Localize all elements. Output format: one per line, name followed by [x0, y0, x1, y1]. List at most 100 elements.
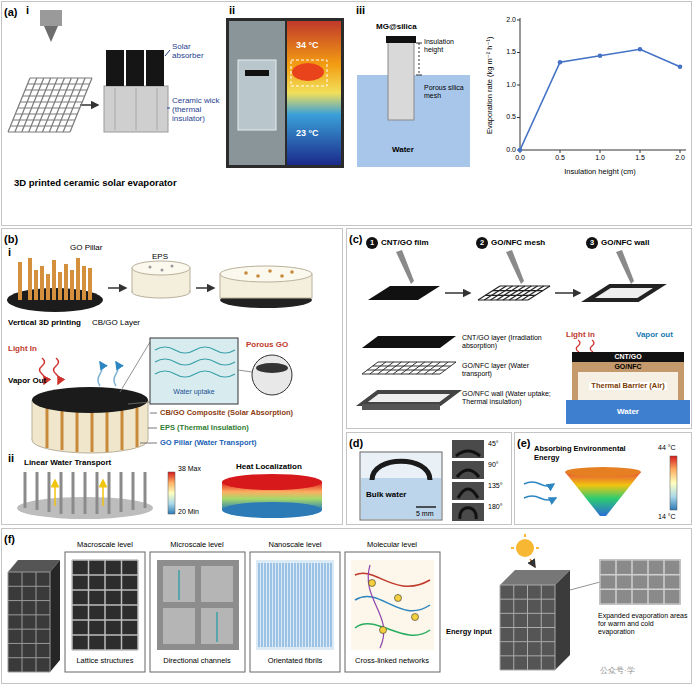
part-label: CB/GO Layer — [92, 318, 140, 327]
go-nfc-mesh — [497, 286, 519, 300]
axis-tick: 1.0 — [506, 81, 516, 89]
lattice-structure — [72, 560, 138, 650]
temperature-reading: 34 °C — [296, 40, 319, 50]
printer-nozzle — [40, 10, 62, 26]
lattice-structure — [72, 574, 138, 576]
part-label: Expanded evaporation areas for warm and … — [598, 612, 688, 636]
go-nfc-mesh — [401, 362, 417, 374]
oriented-fibrils — [259, 563, 331, 647]
lattice-cube — [8, 672, 50, 673]
angle-label: 90° — [488, 461, 499, 469]
lattice-cube — [8, 643, 50, 644]
evaporator-cutaway — [61, 406, 64, 450]
oriented-fibrils — [316, 563, 317, 647]
part-label: Ceramic wick (thermal insulator) — [172, 96, 220, 124]
part-label: Vapor Out — [8, 376, 46, 385]
oriented-fibrils — [280, 563, 281, 647]
crosslinked-network — [395, 595, 402, 602]
angle-label: 180° — [488, 503, 502, 511]
bending-photos — [452, 440, 484, 521]
evaporator-cube — [500, 585, 555, 670]
combined-evaporator — [256, 274, 260, 278]
part-label: Linear Water Transport — [24, 458, 111, 467]
line-chart — [520, 49, 680, 150]
part-label: Porous silica mesh — [424, 84, 468, 100]
oriented-fibrils — [262, 563, 263, 647]
part-label: Absorbing Environmental Energy — [534, 445, 639, 462]
pillar-array — [144, 472, 147, 508]
part-label: GO/NFC — [614, 363, 641, 371]
go-nfc-mesh — [478, 299, 528, 300]
axis-tick: 1.5 — [506, 48, 516, 56]
ceramic-wick — [115, 88, 116, 130]
evaporator-cube — [570, 582, 600, 590]
cnt-go-film — [368, 286, 440, 300]
cone-evaporator — [565, 467, 641, 477]
water-container — [360, 452, 442, 520]
line-chart — [517, 18, 686, 153]
bending-photos — [456, 451, 480, 456]
zoom-inset — [600, 559, 680, 561]
lattice-cube — [8, 560, 60, 672]
combined-evaporator — [290, 270, 294, 274]
device-cross-section — [572, 352, 684, 362]
subpanel-label: i — [8, 246, 11, 259]
angle-label: 135° — [488, 482, 502, 490]
pillar-array — [108, 472, 111, 514]
printed-lattice — [63, 78, 85, 132]
go-pillar — [46, 274, 50, 300]
evaporator-cube — [555, 570, 570, 670]
zoom-inset — [120, 338, 252, 404]
leader-line — [140, 443, 157, 444]
lattice-cube — [36, 572, 37, 672]
ceramic-wick — [104, 86, 168, 132]
zoom-inset — [647, 560, 649, 604]
evaporator-cube — [500, 627, 555, 628]
oriented-fibrils — [292, 563, 293, 647]
go-pillar — [28, 258, 32, 300]
bending-photos — [452, 461, 484, 479]
line-chart — [678, 65, 683, 70]
go-nfc-mesh — [409, 362, 425, 374]
lattice-structure — [72, 649, 138, 651]
oriented-fibrils — [265, 563, 266, 647]
leader-line — [140, 413, 157, 443]
go-nfc-mesh — [362, 374, 440, 375]
combined-evaporator — [268, 269, 272, 273]
printed-lattice — [8, 78, 30, 132]
zoom-inset — [150, 338, 238, 404]
directional-channels — [178, 570, 180, 600]
axis-tick: 1.5 — [635, 154, 645, 162]
go-pillar — [58, 272, 62, 300]
pillar-array — [72, 472, 75, 514]
scale-frame — [65, 552, 440, 672]
evaporator-schematic — [416, 43, 422, 44]
go-nfc-mesh — [385, 362, 401, 374]
scale-frame — [150, 552, 245, 672]
lattice-cube — [8, 586, 50, 587]
ceramic-wick — [136, 88, 137, 130]
part-label: Vertical 3D printing — [8, 318, 81, 327]
level-heading: Microscale level — [170, 541, 223, 550]
colorbar-label: 38 Max — [178, 465, 201, 473]
process-arrow — [80, 104, 98, 106]
sun-symbol — [511, 547, 514, 549]
layer-stack — [362, 336, 456, 410]
zoom-inset — [679, 560, 681, 604]
go-nfc-mesh — [378, 362, 456, 363]
go-nfc-wall — [588, 286, 660, 300]
go-pillar — [18, 258, 92, 300]
color-bar — [168, 472, 175, 514]
vapor-arrow — [114, 362, 118, 386]
vapor-arrow — [98, 362, 118, 386]
go-pillar — [52, 260, 56, 300]
evaporator-cutaway — [106, 406, 109, 452]
axis-tick: 0.0 — [506, 146, 516, 154]
line-chart — [680, 150, 681, 153]
go-nfc-mesh — [362, 362, 378, 374]
oriented-fibrils — [307, 563, 308, 647]
axis-tick: 0.5 — [506, 113, 516, 121]
printed-lattice — [15, 78, 37, 132]
